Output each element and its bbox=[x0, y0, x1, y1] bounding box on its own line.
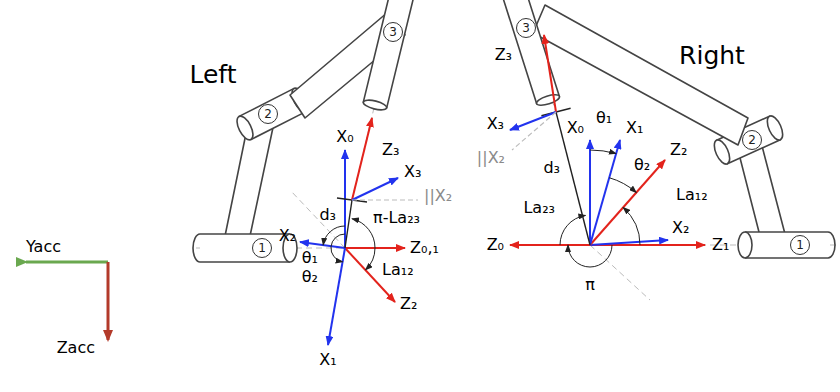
illustration-part bbox=[590, 240, 668, 245]
illustration-part bbox=[510, 244, 590, 246]
axis-label: La₁₂ bbox=[676, 186, 708, 204]
illustration-part bbox=[512, 112, 556, 150]
axis-label: d₃ bbox=[543, 159, 560, 177]
axis-label: Z₀,₁ bbox=[410, 239, 439, 257]
acc-axes bbox=[26, 262, 108, 340]
illustration-part bbox=[764, 114, 786, 143]
illustration-part bbox=[200, 233, 290, 235]
illustration-part bbox=[200, 234, 290, 262]
axis-label: θ₂ bbox=[302, 268, 318, 286]
yacc-arrow bbox=[26, 261, 108, 264]
axis-label: θ₁ bbox=[302, 249, 318, 267]
axis-label: X₀ bbox=[336, 128, 353, 146]
illustration-part bbox=[234, 114, 256, 143]
axis-label: X₁ bbox=[626, 119, 643, 137]
zacc-arrow bbox=[107, 262, 110, 340]
illustration-part bbox=[362, 98, 387, 112]
axis-label: X₂ bbox=[672, 219, 689, 237]
illustration-part bbox=[544, 35, 556, 112]
illustration-part bbox=[738, 146, 785, 236]
illustration-part bbox=[328, 248, 345, 345]
illustration-part bbox=[745, 232, 828, 258]
parallel-axis-label: ||X₂ bbox=[477, 149, 505, 167]
construction-lines bbox=[196, 5, 836, 300]
axis-label: Z₀ bbox=[487, 236, 504, 254]
callout-number: 3 bbox=[516, 18, 536, 38]
axis-label: π bbox=[585, 276, 595, 294]
illustration-part bbox=[590, 140, 620, 245]
illustration-part bbox=[352, 199, 418, 200]
axis-label: Z₂ bbox=[400, 295, 417, 313]
illustration-part bbox=[352, 178, 398, 200]
illustration-part bbox=[568, 245, 612, 267]
illustration-part bbox=[556, 112, 590, 245]
illustration-part bbox=[225, 114, 275, 236]
illustration-part bbox=[828, 232, 835, 258]
illustration-part bbox=[533, 5, 748, 145]
illustration-part bbox=[193, 234, 200, 262]
axis-label: Z₁ bbox=[712, 236, 729, 254]
axis-label: θ₁ bbox=[596, 109, 612, 127]
axis-label: d₃ bbox=[319, 206, 336, 224]
axis-label: X₃ bbox=[404, 163, 421, 181]
panel-title: Left bbox=[189, 61, 236, 89]
illustration-part bbox=[510, 112, 556, 130]
illustration-part bbox=[623, 208, 640, 246]
illustration-part bbox=[590, 150, 616, 154]
illustration-part bbox=[200, 261, 290, 263]
axis-label: La₁₂ bbox=[382, 261, 414, 279]
left-frames bbox=[300, 118, 418, 345]
axis-label: π-La₂₃ bbox=[373, 209, 420, 227]
axis-label: X₀ bbox=[567, 119, 584, 137]
panel-title: Right bbox=[679, 42, 745, 70]
illustration-part bbox=[352, 118, 372, 200]
axis-label: θ₂ bbox=[634, 156, 650, 174]
illustration-part bbox=[290, 190, 345, 248]
illustration-part bbox=[345, 200, 352, 248]
axis-label: X₂ bbox=[279, 227, 296, 245]
axis-label: Yacc bbox=[26, 238, 61, 256]
parallel-axis-label: ||X₂ bbox=[424, 187, 452, 205]
axis-label: X₁ bbox=[319, 351, 336, 369]
axis-label: Z₃ bbox=[382, 141, 399, 159]
illustration-part bbox=[745, 257, 828, 259]
callout-number: 1 bbox=[790, 235, 810, 255]
illustration-part bbox=[590, 245, 650, 300]
axis-label: X₃ bbox=[487, 115, 504, 133]
axis-label: Z₂ bbox=[670, 141, 687, 159]
axis-label: Z₃ bbox=[495, 46, 512, 64]
illustration-part bbox=[323, 226, 345, 245]
illustration-part bbox=[589, 140, 591, 245]
illustration-part bbox=[366, 248, 376, 270]
illustration-part bbox=[560, 215, 585, 245]
callout-number: 1 bbox=[252, 238, 272, 258]
illustration-part bbox=[711, 138, 733, 167]
illustration-part bbox=[745, 231, 828, 233]
callout-number: 2 bbox=[258, 104, 278, 124]
right-leg-sketch bbox=[502, 0, 835, 258]
illustration-part bbox=[300, 242, 345, 248]
axis-label: Zacc bbox=[57, 339, 95, 357]
illustration-part bbox=[363, 0, 414, 108]
callout-number: 2 bbox=[742, 130, 762, 150]
illustration-part bbox=[331, 234, 345, 262]
illustration-part bbox=[535, 93, 560, 108]
axis-label: La₂₃ bbox=[523, 199, 555, 217]
illustration-part bbox=[738, 232, 752, 258]
callout-number: 3 bbox=[383, 22, 403, 42]
right-frames bbox=[510, 35, 705, 267]
illustration-part bbox=[609, 178, 636, 193]
illustration-part bbox=[352, 219, 375, 248]
